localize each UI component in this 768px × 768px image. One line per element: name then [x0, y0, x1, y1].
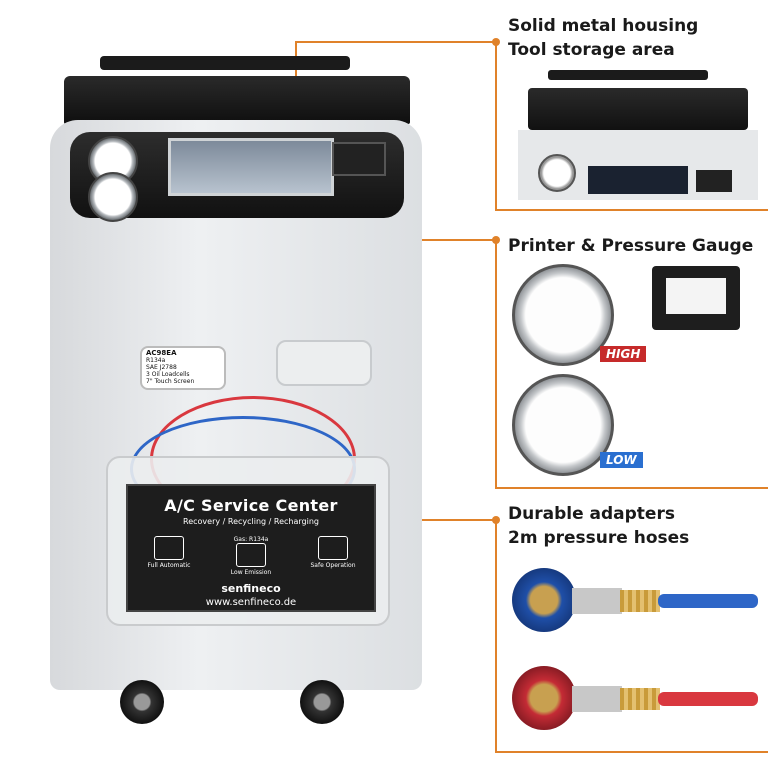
panel-buttons	[588, 166, 688, 194]
red-adapter-icon	[512, 666, 576, 730]
safety-icon	[318, 536, 348, 560]
low-pressure-gauge	[88, 172, 138, 222]
hose-port	[276, 340, 372, 386]
high-gauge-icon	[512, 264, 614, 366]
housing-line2: Tool storage area	[508, 40, 675, 60]
feature-low-emission: Gas: R134a Low Emission	[230, 536, 272, 576]
adapters-line1: Durable adapters	[508, 504, 675, 524]
sign-title: A/C Service Center	[164, 496, 338, 515]
sticker-loadcells: 3 Oil Loadcells	[146, 371, 190, 378]
storage-lid	[64, 76, 410, 124]
callout-dot	[492, 38, 500, 46]
service-sign: A/C Service Center Recovery / Recycling …	[126, 484, 376, 612]
callout-dot	[492, 236, 500, 244]
housing-inset	[518, 70, 758, 200]
feature-safe-operation: Safe Operation	[301, 536, 365, 576]
front-left-wheel	[120, 680, 164, 724]
low-tag: LOW	[600, 452, 643, 468]
housing-callout: Solid metal housing Tool storage area	[508, 14, 698, 62]
printer-callout: Printer & Pressure Gauge	[508, 234, 753, 258]
front-right-wheel	[300, 680, 344, 724]
sticker-model: AC98EA	[146, 349, 177, 357]
sticker-screen: 7" Touch Screen	[146, 378, 195, 385]
brand-name: senfineco	[221, 582, 281, 595]
top-handle	[100, 56, 350, 70]
brand-website: www.senfineco.de	[205, 597, 297, 608]
spec-sticker: AC98EA R134a SAE J2788 3 Oil Loadcells 7…	[140, 346, 226, 390]
red-hose	[658, 692, 758, 706]
feature-full-automatic: Full Automatic	[137, 536, 201, 576]
gauge-icon	[538, 154, 576, 192]
adapters-line2: 2m pressure hoses	[508, 528, 690, 548]
printer-slot	[332, 142, 386, 176]
sticker-gas: R134a	[146, 357, 166, 364]
adapters-callout: Durable adapters 2m pressure hoses	[508, 502, 689, 550]
sign-subtitle: Recovery / Recycling / Recharging	[183, 517, 319, 526]
ac-service-machine: AC98EA R134a SAE J2788 3 Oil Loadcells 7…	[40, 56, 430, 736]
adapters-inset	[508, 560, 758, 750]
sticker-standard: SAE J2788	[146, 364, 177, 371]
blue-hose	[658, 594, 758, 608]
callout-dot	[492, 516, 500, 524]
touch-screen	[168, 138, 334, 196]
high-tag: HIGH	[600, 346, 647, 362]
housing-line1: Solid metal housing	[508, 16, 699, 36]
car-icon	[154, 536, 184, 560]
printer-line1: Printer & Pressure Gauge	[508, 236, 754, 256]
emission-icon	[236, 543, 266, 567]
printer-icon	[652, 266, 740, 330]
printer-icon	[696, 170, 732, 192]
blue-adapter-icon	[512, 568, 576, 632]
gauge-printer-inset: HIGH LOW	[508, 262, 758, 482]
low-gauge-icon	[512, 374, 614, 476]
adapters-callout-line	[352, 519, 768, 753]
